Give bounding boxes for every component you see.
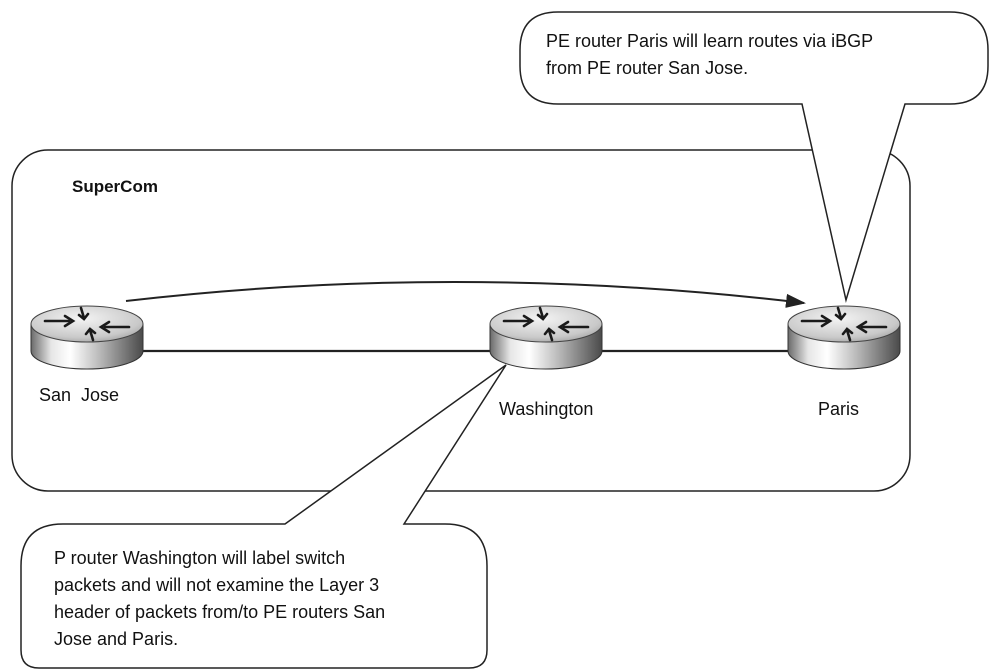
router-san-jose [30, 305, 144, 370]
router-arrows-icon [502, 306, 590, 342]
ibgp-arrow [125, 280, 806, 308]
router-washington [489, 305, 603, 370]
callout-paris-text: PE router Paris will learn routes via iB… [546, 28, 873, 82]
callout-washington-line: Jose and Paris. [54, 629, 179, 649]
domain-label: SuperCom [72, 177, 158, 196]
callout-paris-line: PE router Paris will learn routes via iB… [546, 31, 874, 51]
router-label-paris: Paris [818, 399, 860, 419]
callout-washington-text: P router Washington will label switch pa… [54, 545, 385, 653]
router-arrows-icon [43, 306, 131, 342]
callout-washington-line: packets and will not examine the Layer 3 [54, 575, 380, 595]
callout-paris-bubble [519, 11, 989, 303]
callout-paris-line: from PE router San Jose. [546, 58, 749, 78]
supercom-domain-boundary [11, 149, 911, 492]
callout-washington-bubble [20, 364, 507, 669]
router-paris [787, 305, 901, 370]
callout-washington-line: header of packets from/to PE routers San [54, 602, 386, 622]
router-label-san-jose: San Jose [39, 385, 120, 405]
router-label-washington: Washington [499, 399, 594, 419]
router-arrows-icon [800, 306, 888, 342]
callout-washington-line: P router Washington will label switch [54, 548, 346, 568]
